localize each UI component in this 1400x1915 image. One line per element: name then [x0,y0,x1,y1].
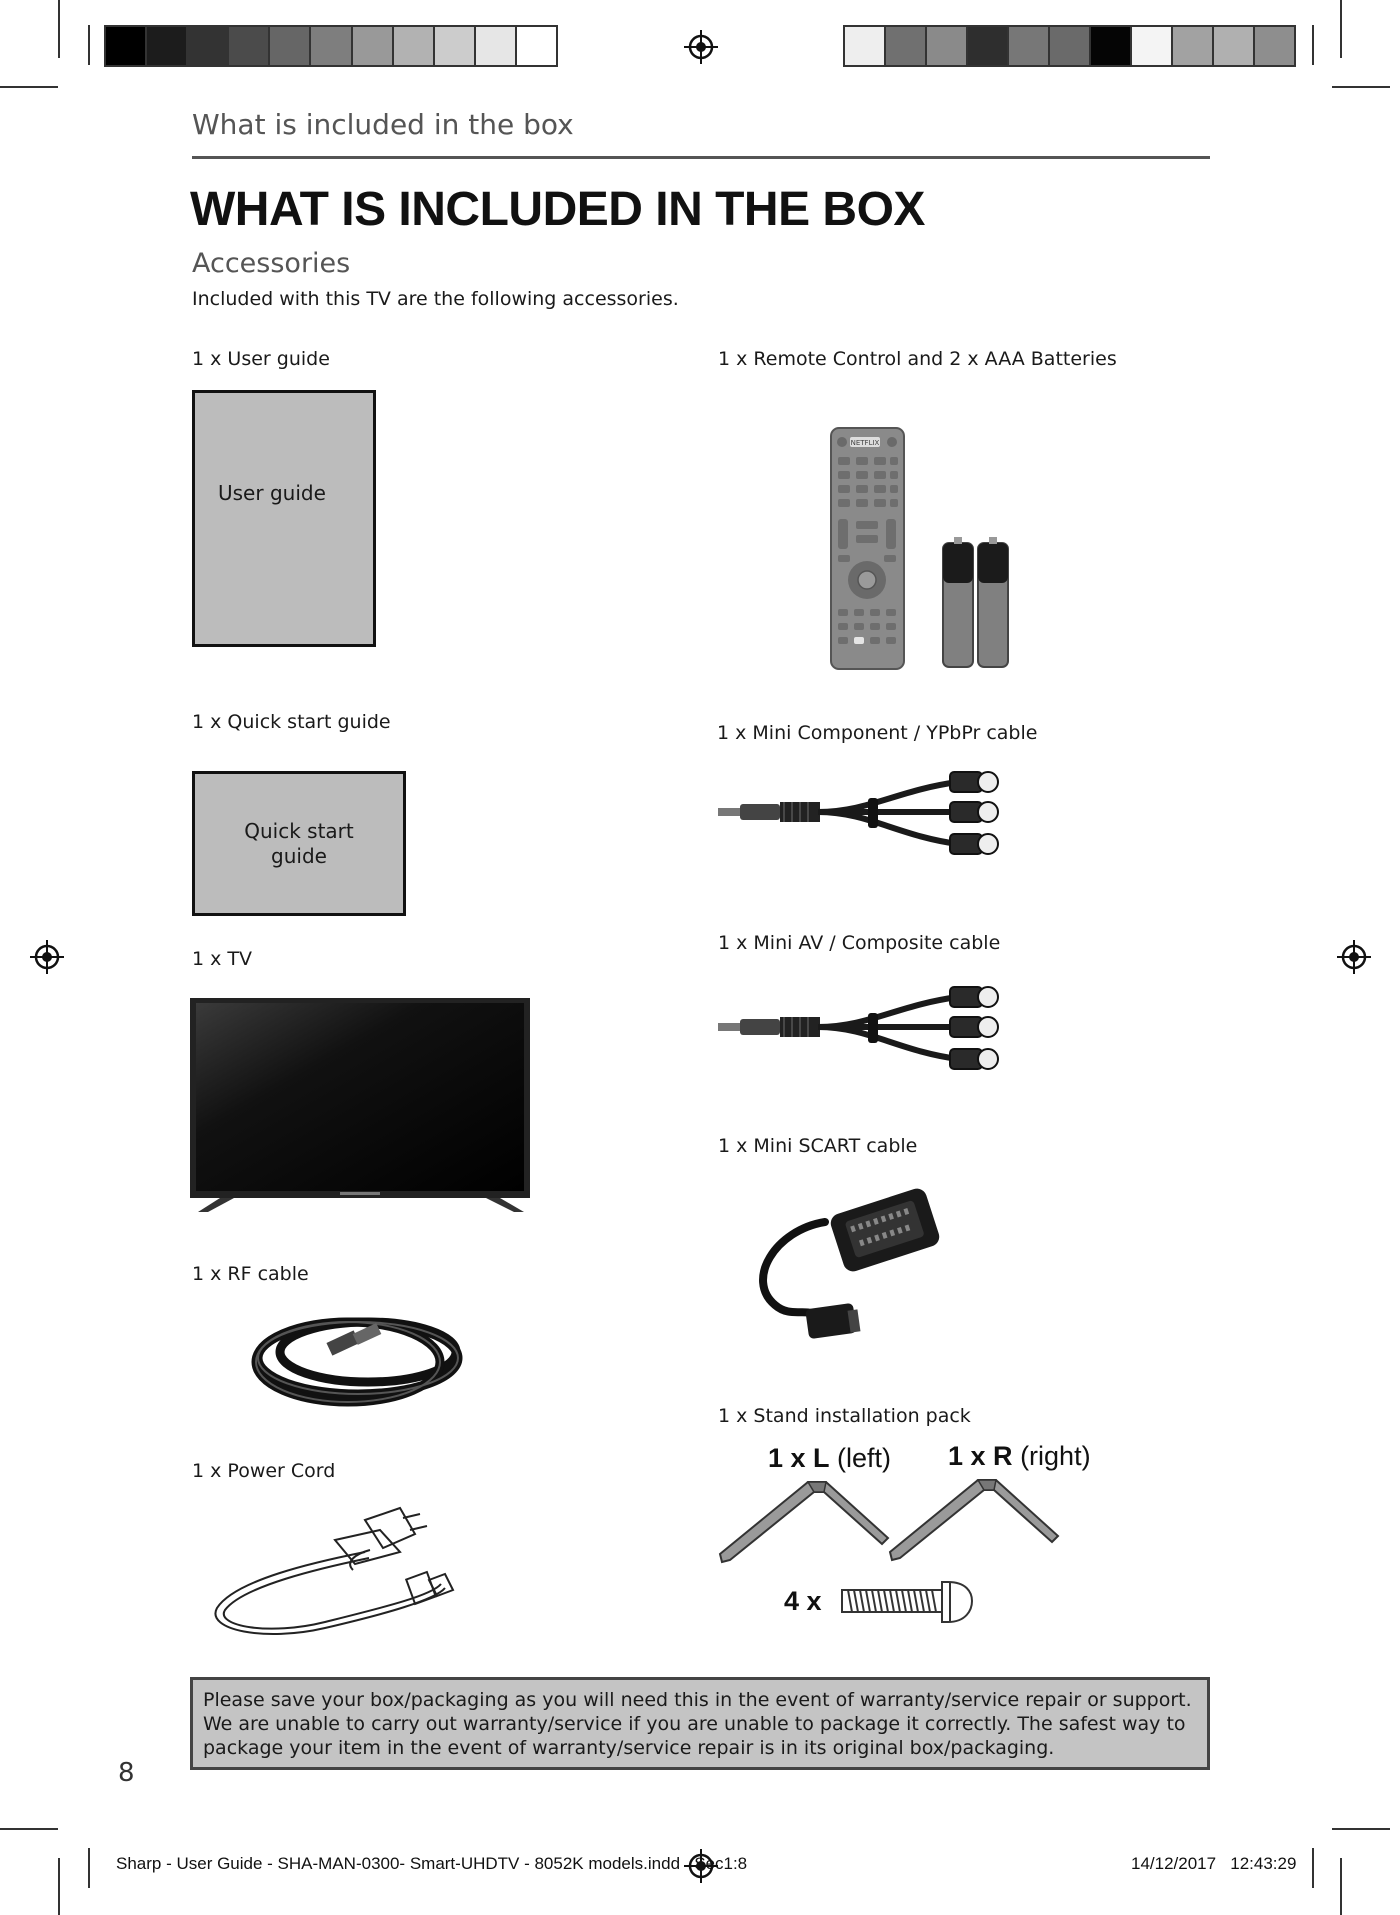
screw-illustration [841,1581,974,1623]
crop-mark [88,1848,90,1888]
page-number: 8 [118,1758,135,1788]
intro-text: Included with this TV are the following … [192,288,679,310]
registration-target-icon [684,30,718,64]
crop-mark [1332,86,1390,88]
header-divider [192,156,1210,159]
stand-left-foot-illustration [718,1481,890,1564]
packaging-notice: Please save your box/packaging as you wi… [190,1677,1210,1770]
stand-right-caption: 1 x R (right) [948,1441,1091,1472]
quick-start-box-line2: guide [271,844,327,868]
user-guide-illustration: User guide [192,390,376,647]
registration-target-icon [30,940,64,974]
notice-line-2: We are unable to carry out warranty/serv… [203,1713,1186,1735]
scart-cable-label: 1 x Mini SCART cable [718,1135,918,1157]
power-cord-illustration [214,1506,455,1636]
remote-brand-label: NETFLIX [851,439,880,447]
print-slug-right: 14/12/2017 12:43:29 [1131,1854,1297,1873]
tv-label: 1 x TV [192,948,253,970]
crop-mark [58,1858,60,1915]
aaa-batteries-illustration [942,537,1009,668]
remote-control-label: 1 x Remote Control and 2 x AAA Batteries [718,348,1117,370]
print-slug-left: Sharp - User Guide - SHA-MAN-0300- Smart… [116,1854,748,1873]
notice-line-1: Please save your box/packaging as you wi… [203,1689,1192,1711]
quick-start-guide-label: 1 x Quick start guide [192,711,391,733]
stand-pack-label: 1 x Stand installation pack [718,1405,971,1427]
composite-cable-illustration [718,986,999,1070]
crop-mark [1312,1848,1314,1888]
notice-line-3: package your item in the event of warran… [203,1737,1055,1759]
user-guide-box-text: User guide [218,481,326,505]
user-guide-label: 1 x User guide [192,348,330,370]
stand-left-caption: 1 x L (left) [768,1443,891,1474]
tv-illustration [190,998,530,1212]
screw-qty: 4 x [784,1586,822,1616]
crop-mark [58,0,60,58]
stand-left-side: (left) [837,1443,892,1473]
crop-mark [1340,1858,1342,1915]
rf-cable-illustration [251,1317,463,1407]
registration-target-icon [1337,940,1371,974]
crop-mark [1312,25,1314,65]
crop-mark [0,86,58,88]
quick-start-guide-illustration: Quick start guide [192,771,406,916]
stand-left-qty: 1 x L [768,1443,830,1473]
remote-control-illustration: NETFLIX [830,427,905,670]
crop-mark [1340,0,1342,58]
grayscale-swatch-right [843,25,1296,67]
stand-right-side: (right) [1020,1441,1091,1471]
scart-cable-illustration [759,1188,940,1339]
page-title: WHAT IS INCLUDED IN THE BOX [190,183,925,236]
power-cord-label: 1 x Power Cord [192,1460,336,1482]
component-cable-label: 1 x Mini Component / YPbPr cable [717,722,1038,744]
crop-mark [88,25,90,65]
registration-target-icon [684,1849,718,1883]
grayscale-swatch-left [104,25,558,67]
quick-start-box-line1: Quick start [244,819,354,843]
page-subtitle: Accessories [192,248,351,279]
component-cable-illustration [718,771,999,855]
stand-right-qty: 1 x R [948,1441,1013,1471]
rf-cable-label: 1 x RF cable [192,1263,309,1285]
crop-mark [1332,1828,1390,1830]
composite-cable-label: 1 x Mini AV / Composite cable [718,932,1001,954]
crop-mark [0,1828,58,1830]
stand-right-foot-illustration [888,1479,1060,1562]
section-header: What is included in the box [192,108,574,141]
